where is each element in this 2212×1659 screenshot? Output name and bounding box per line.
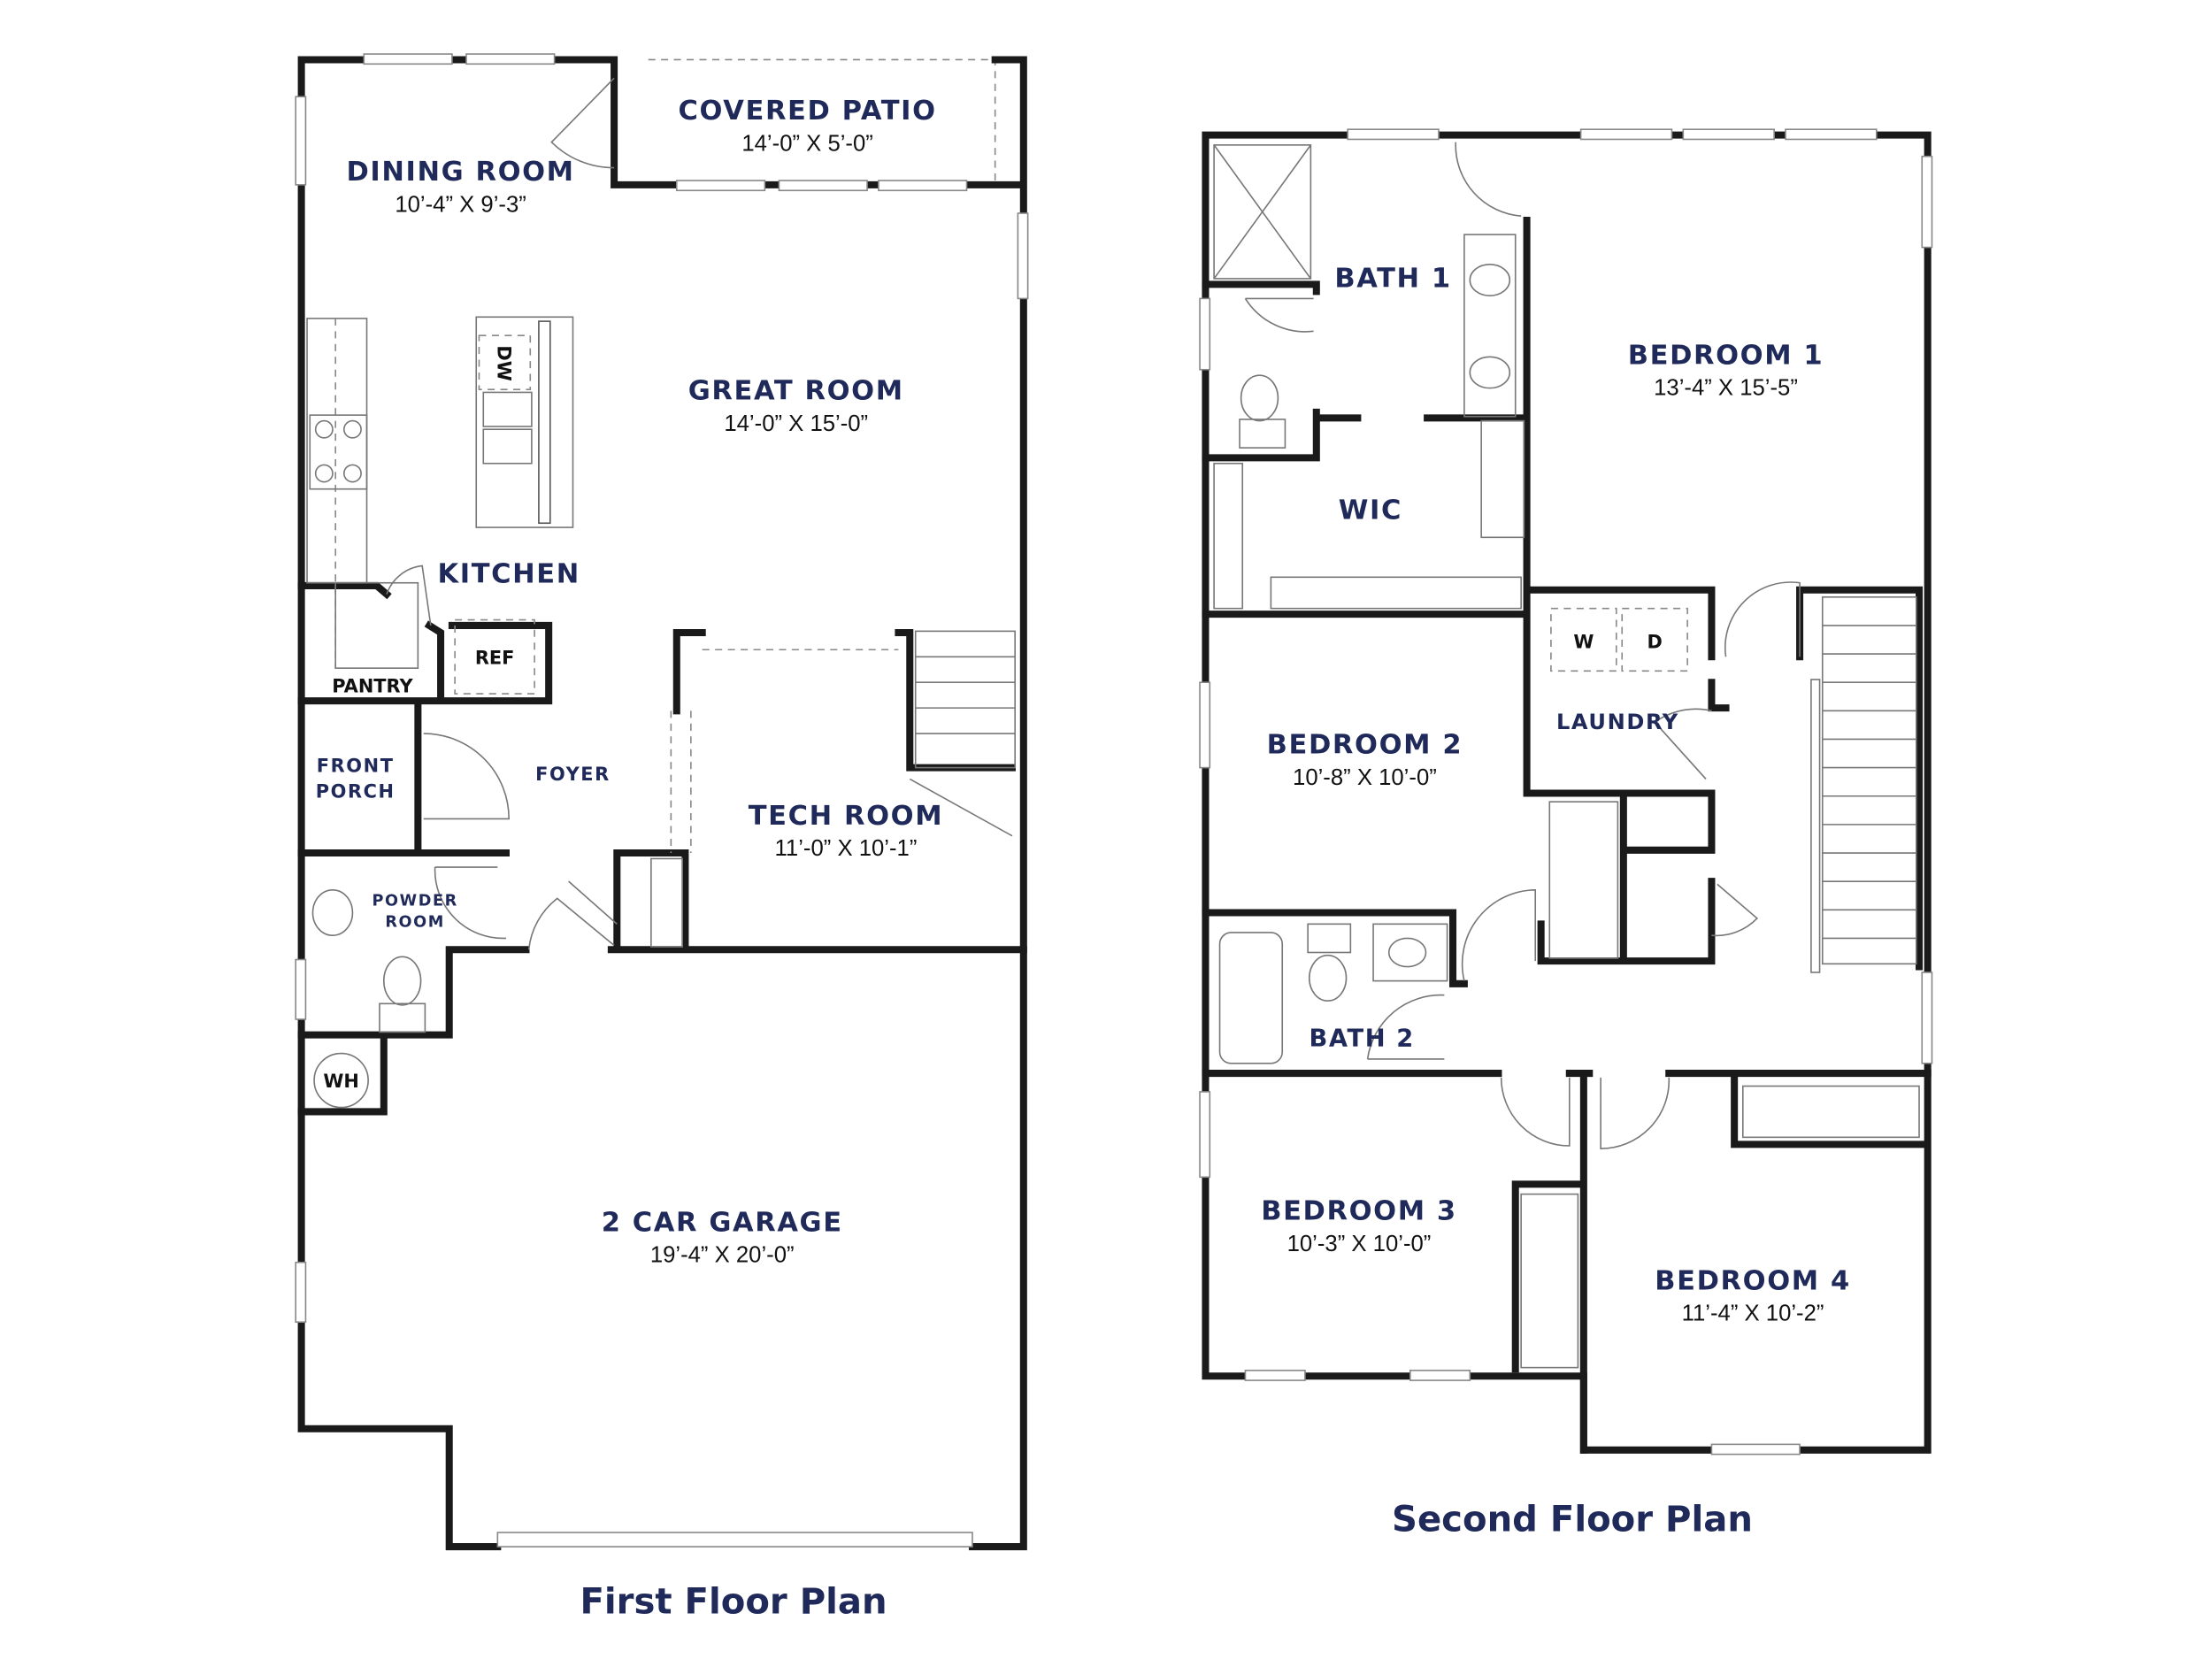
water-heater [313,1052,369,1109]
closet [1520,1193,1579,1369]
kitchen-counter [306,318,368,584]
foyer-label: FOYER [535,764,611,785]
dining-room-label: DINING ROOM [346,157,574,188]
laundry-label: LAUNDRY [1556,710,1679,734]
window [363,53,453,65]
front-porch-label: FRONT [317,755,395,776]
refrigerator-label: REF [475,647,515,668]
refrigerator [454,618,535,695]
dishwasher-label: DW [493,345,514,380]
sink-icon [482,391,533,427]
dryer [1621,607,1688,672]
pantry-door[interactable] [386,565,432,626]
sink-icon [482,428,533,465]
first-floor-title: First Floor Plan [580,1582,887,1623]
cooktop-icon [309,414,368,490]
vanity [1372,923,1448,982]
toilet-icon [1308,954,1348,1002]
front-door[interactable] [423,733,510,820]
sink-icon [311,888,354,937]
pantry-shelf [334,581,419,669]
bath-1-door[interactable] [1455,142,1522,218]
powder-room-label: POWDER [372,892,457,910]
garage-door[interactable] [496,1532,973,1548]
bedroom-3-label: BEDROOM 3 [1261,1196,1457,1227]
vanity [1463,234,1517,418]
toilet-room-door[interactable] [1244,297,1314,333]
toilet-icon [1240,374,1279,422]
kitchen-island [475,316,574,528]
interior-wall [297,581,1027,1116]
great-room-label: GREAT ROOM [688,375,904,406]
closet [1548,801,1619,959]
first-floor-exterior-wall [297,56,1027,1551]
pantry-label: PANTRY [332,675,413,696]
bedroom-1-dimensions: 13’-4” X 15’-5” [1654,376,1798,401]
stairs [909,630,1016,837]
closet-door[interactable] [1711,883,1759,937]
garage-dimensions: 19’-4” X 20’-0” [650,1243,795,1268]
first-floor-plan: DW REF WH COVERED PATIO 14’-0” X 5’ [295,53,1029,1623]
closet [650,857,684,948]
second-floor-title: Second Floor Plan [1392,1499,1753,1540]
bedroom-2-label: BEDROOM 2 [1267,730,1463,761]
toilet-icon [383,956,422,1006]
covered-patio-dimensions: 14’-0” X 5’-0” [741,131,872,156]
bar-ledge [538,320,551,525]
window [1017,212,1029,300]
bedroom-2-dimensions: 10’-8” X 10’-0” [1293,765,1437,790]
bedroom-3-dimensions: 10’-3” X 10’-0” [1287,1232,1432,1256]
sink-icon [1387,937,1427,968]
sink-icon [1469,264,1511,296]
window [295,958,307,1020]
bedroom-4-door[interactable] [1600,1077,1671,1150]
bedroom-1-label: BEDROOM 1 [1628,340,1824,371]
window [295,1261,307,1324]
bedroom-2-door[interactable] [1461,888,1537,981]
sink-icon [1469,356,1511,389]
bedroom-3-door[interactable] [1500,1077,1571,1147]
dining-room-dimensions: 10’-4” X 9’-3” [395,192,526,217]
dryer-label: D [1647,632,1663,653]
covered-patio-label: COVERED PATIO [679,96,937,127]
water-heater-label: WH [323,1071,359,1092]
garage-label: 2 CAR GARAGE [602,1207,843,1238]
window [778,180,868,192]
closet [1741,1085,1920,1139]
wic-shelf [1213,462,1244,610]
second-floor-plan: W D BATH 1 WIC BE [1199,128,1933,1540]
tech-room-label: TECH ROOM [749,801,943,832]
laundry-door[interactable] [1654,708,1712,780]
window [295,96,307,186]
stair-door[interactable] [1724,581,1801,657]
bath-1-label: BATH 1 [1334,264,1451,295]
window [675,180,766,192]
powder-room-label: ROOM [385,914,445,932]
bathtub-icon [1218,932,1284,1064]
window [878,180,968,192]
bedroom-4-dimensions: 11’-4” X 10’-2” [1682,1302,1824,1326]
great-room-dimensions: 14’-0” X 15’-0” [724,411,868,436]
wic-label: WIC [1339,495,1402,526]
bedroom-4-label: BEDROOM 4 [1655,1265,1850,1296]
powder-door[interactable] [434,866,507,940]
stairs [1810,596,1917,973]
dishwasher [478,334,532,391]
bath-2-label: BATH 2 [1309,1025,1414,1053]
wic-shelf [1480,419,1525,539]
front-porch-label: PORCH [316,780,396,802]
shower-icon [1213,144,1312,280]
garage-entry-door[interactable] [527,880,618,950]
wic-shelf [1270,576,1522,610]
bath-2-door[interactable] [1366,994,1445,1060]
washer-label: W [1573,632,1594,653]
kitchen-label: KITCHEN [437,559,580,590]
patio-door[interactable] [550,77,615,169]
window [465,53,556,65]
washer [1550,607,1617,672]
tech-room-dimensions: 11’-0” X 10’-1” [775,836,918,861]
interior-wall [1202,217,1932,1454]
